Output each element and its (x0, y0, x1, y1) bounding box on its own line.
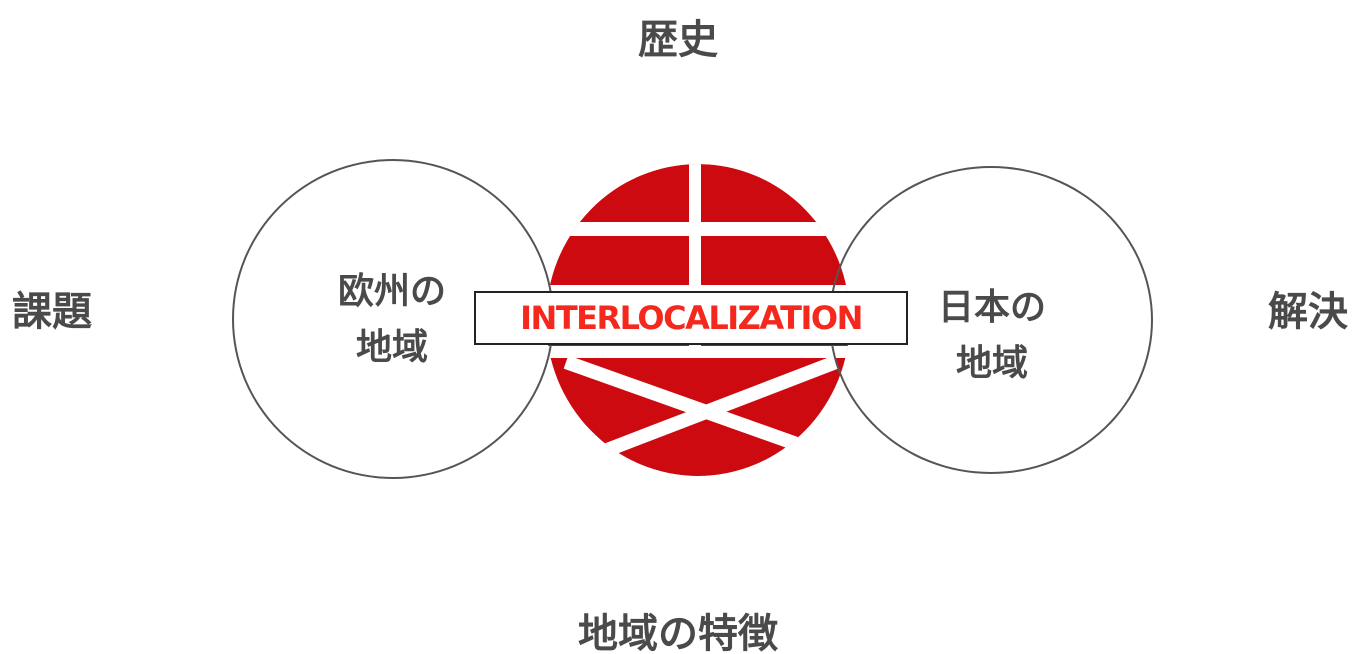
label-history: 歴史 (638, 17, 718, 63)
interlocalization-banner: INTERLOCALIZATION (474, 291, 908, 345)
japan-region-label: 日本の 地域 (912, 280, 1072, 392)
label-solution: 解決 (1268, 289, 1348, 335)
label-issue: 課題 (12, 289, 92, 335)
europe-region-line2: 地域 (355, 326, 428, 368)
japan-region-line1: 日本の (937, 287, 1046, 328)
europe-region-line1: 欧州の (337, 271, 446, 312)
label-regional-features: 地域の特徴 (578, 611, 778, 654)
europe-region-label: 欧州の 地域 (312, 264, 472, 376)
japan-region-line2: 地域 (955, 342, 1028, 384)
